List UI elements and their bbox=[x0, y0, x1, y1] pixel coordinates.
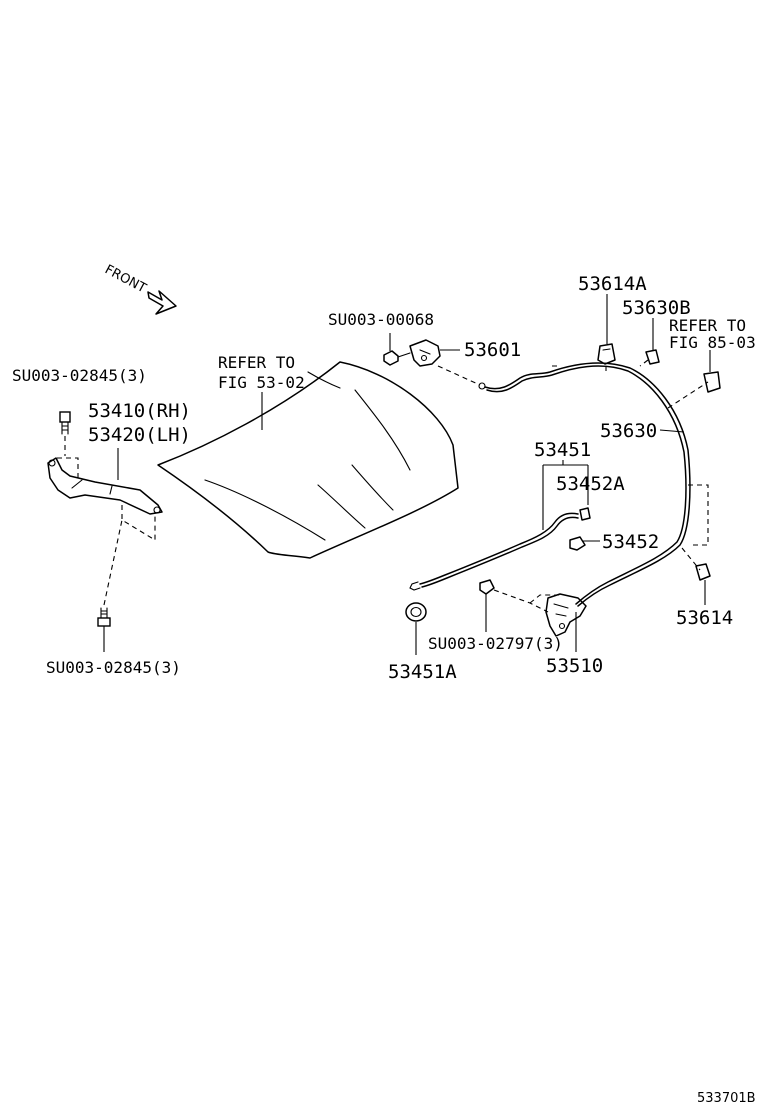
label-bolt-lower-left: SU003-02845(3) bbox=[46, 658, 181, 677]
label-clip-452: 53452 bbox=[602, 531, 659, 553]
label-cable: 53630 bbox=[600, 420, 657, 442]
label-clip-614: 53614 bbox=[676, 607, 733, 629]
hood-lock-lower bbox=[479, 579, 587, 652]
label-clip-452a: 53452A bbox=[556, 473, 625, 495]
label-clip-b: 53630B bbox=[622, 297, 691, 319]
cushion-53451A bbox=[405, 602, 427, 655]
label-refer-hood-1: REFER TO bbox=[218, 353, 295, 372]
label-latch-upper: 53601 bbox=[464, 339, 521, 361]
hood-panel bbox=[157, 361, 459, 559]
clip-53614A bbox=[597, 294, 616, 372]
clip-53630B bbox=[645, 318, 660, 365]
front-arrow-icon bbox=[147, 290, 177, 315]
label-hinge-rh: 53410(RH) bbox=[88, 400, 191, 422]
label-lock: 53510 bbox=[546, 655, 603, 677]
label-refer-cable-2: FIG 85-03 bbox=[669, 333, 756, 352]
front-label: FRONT bbox=[102, 262, 148, 296]
front-indicator: FRONT bbox=[102, 262, 177, 315]
hood-hinge bbox=[47, 448, 163, 541]
figure-code: 533701B bbox=[697, 1091, 756, 1106]
hinge-bolt-upper bbox=[59, 411, 71, 456]
label-refer-hood-2: FIG 53-02 bbox=[218, 373, 305, 392]
label-refer-cable-1: REFER TO bbox=[669, 316, 746, 335]
label-hinge-lh: 53420(LH) bbox=[88, 424, 191, 446]
label-clip-a: 53614A bbox=[578, 273, 647, 295]
label-cushion: 53451A bbox=[388, 661, 457, 683]
hood-lock-upper bbox=[383, 333, 460, 367]
release-cable-secondary bbox=[409, 460, 600, 591]
release-cable-main bbox=[437, 359, 709, 607]
clip-refer bbox=[703, 350, 721, 393]
label-bolt-latch-upper: SU003-00068 bbox=[328, 310, 434, 329]
clip-53614 bbox=[695, 563, 711, 605]
label-bolt-lock: SU003-02797(3) bbox=[428, 634, 563, 653]
hinge-bolt-lower bbox=[97, 519, 123, 652]
label-release-cable: 53451 bbox=[534, 439, 591, 461]
label-bolt-upper-left: SU003-02845(3) bbox=[12, 366, 147, 385]
